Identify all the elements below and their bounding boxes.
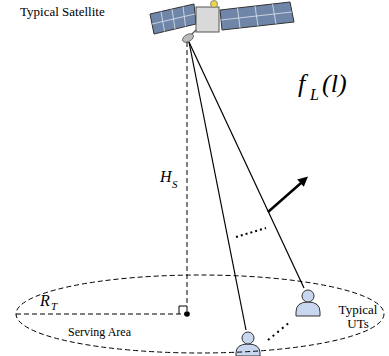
ellipsis-dots xyxy=(268,322,290,340)
subscript-label: T xyxy=(51,300,57,312)
area-outline xyxy=(15,274,385,354)
subscript-label: S xyxy=(172,178,178,190)
satellite-body xyxy=(196,7,219,32)
user-label: Typical UTs xyxy=(332,303,384,332)
antenna xyxy=(211,1,218,8)
user-icon xyxy=(296,290,320,316)
area-ellipse xyxy=(16,275,384,353)
altitude-line xyxy=(187,42,188,314)
satellite-icon xyxy=(150,1,294,45)
arrow-shaft xyxy=(268,183,301,212)
radius-line xyxy=(16,314,187,315)
symbol-label: (l) xyxy=(322,70,347,99)
title-label: Typical Satellite xyxy=(20,5,105,19)
user-body xyxy=(296,302,320,316)
user-head xyxy=(242,332,254,344)
grid-line xyxy=(221,12,292,20)
serving-area: Serving Area xyxy=(15,274,385,354)
ellipsis-dots xyxy=(236,228,266,237)
grid-line xyxy=(152,14,195,24)
area-label: Serving Area xyxy=(68,326,131,339)
subscript-label: L xyxy=(310,86,319,104)
solar-panel xyxy=(220,2,294,30)
panel-grid xyxy=(221,4,292,28)
user-head xyxy=(302,290,314,302)
symbol-label: H xyxy=(160,168,172,186)
center-dot xyxy=(184,311,190,317)
symbol-label: R xyxy=(40,292,50,310)
solar-panel xyxy=(150,4,196,34)
link-line xyxy=(189,42,304,288)
panel-grid xyxy=(152,7,195,32)
arrow-head xyxy=(297,177,308,187)
user-body xyxy=(236,344,260,356)
dish xyxy=(181,32,195,44)
symbol-label: f xyxy=(298,70,305,99)
link-line xyxy=(189,42,246,330)
